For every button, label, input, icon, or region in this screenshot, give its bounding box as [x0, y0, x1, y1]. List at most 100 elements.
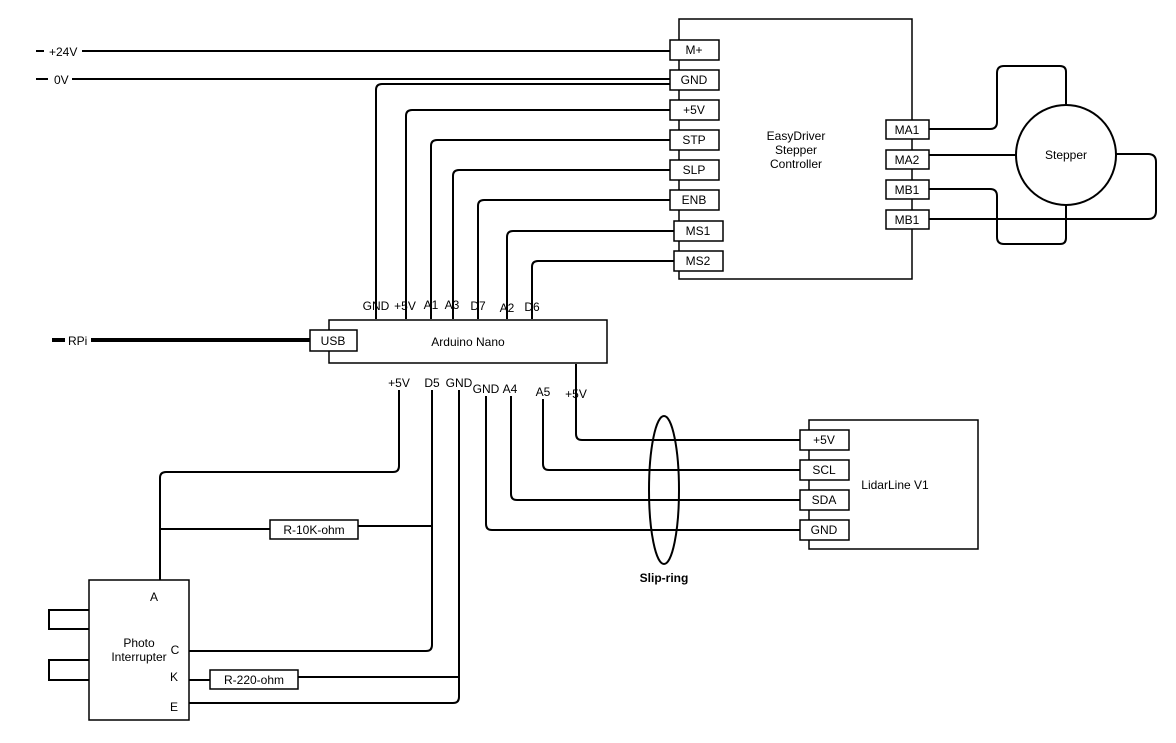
pin-box-mb1-a — [885, 179, 930, 200]
photo-pin-k: K — [170, 670, 178, 684]
pin-box-slp — [669, 159, 720, 181]
top-pin-d7: D7 — [470, 299, 486, 313]
wire-d5-photo-c — [189, 390, 433, 652]
wire-mb1b-stepper — [929, 153, 1157, 220]
easydriver-title-2: Stepper — [775, 143, 817, 157]
resistor-220-body — [209, 669, 299, 690]
lidar-module: LidarLine V1 +5V SCL SDA GND — [799, 419, 979, 550]
wire-5v-to-easydriver — [405, 109, 670, 319]
stepper-body — [1015, 104, 1117, 206]
photo-tab-upper — [48, 609, 89, 630]
easydriver-title-1: EasyDriver — [767, 129, 826, 143]
arduino-label: Arduino Nano — [431, 335, 505, 349]
pin-label-ms1: MS1 — [686, 224, 711, 238]
photo-interrupter: Photo Interrupter A C K E — [88, 579, 190, 721]
pin-label-ms2: MS2 — [686, 254, 711, 268]
arduino-body — [328, 319, 608, 364]
pin-label-ma2: MA2 — [895, 153, 920, 167]
wire-d7-to-enb — [477, 199, 670, 319]
wire-a2-to-ms1 — [506, 230, 674, 319]
wire-gnd-lidar — [485, 396, 800, 531]
photo-pin-e: E — [170, 700, 178, 714]
wire-gnd-photo-e — [189, 390, 460, 704]
usb-port — [309, 329, 358, 352]
bottom-pin-gnd-a: GND — [446, 376, 473, 390]
wire-ma1-stepper — [929, 65, 1067, 130]
wire-a5-scl — [542, 399, 800, 471]
bottom-pin-a5: A5 — [536, 385, 551, 399]
photo-pin-a: A — [150, 590, 158, 604]
bottom-pin-d5: D5 — [424, 376, 440, 390]
pin-label-mb1-a: MB1 — [895, 183, 920, 197]
pin-box-ma2 — [885, 149, 930, 170]
resistor-10k-body — [269, 519, 359, 540]
pin-label-5v: +5V — [683, 103, 705, 117]
lidar-pin-sda: SDA — [812, 493, 837, 507]
lidar-pin-box-5v — [799, 429, 850, 451]
pin-box-mb1-b — [885, 209, 930, 230]
pin-box-ma1 — [885, 119, 930, 140]
lidar-pin-box-sda — [799, 489, 850, 511]
bottom-pin-a4: A4 — [503, 382, 518, 396]
top-pin-a3: A3 — [445, 298, 460, 312]
resistors: R-10K-ohm R-220-ohm — [209, 519, 359, 690]
photo-pin-c: C — [171, 643, 180, 657]
resistor-220-label: R-220-ohm — [224, 673, 284, 687]
bottom-pin-5v-a: +5V — [388, 376, 410, 390]
pin-box-gnd — [669, 69, 720, 91]
pin-label-stp: STP — [682, 133, 705, 147]
wire-a3-to-slp — [452, 169, 670, 319]
photo-title-1: Photo — [123, 636, 155, 650]
lidar-pin-box-scl — [799, 459, 850, 481]
slip-ring: Slip-ring — [640, 415, 689, 585]
slip-ring-ellipse — [648, 415, 680, 565]
top-pin-gnd: GND — [363, 299, 390, 313]
pin-label-mb1-b: MB1 — [895, 213, 920, 227]
pin-label-gnd: GND — [681, 73, 708, 87]
bottom-pin-5v-b: +5V — [565, 387, 587, 401]
stepper-label: Stepper — [1045, 148, 1087, 162]
pin-box-5v — [669, 99, 720, 121]
lidar-label: LidarLine V1 — [861, 478, 929, 492]
stepper-motor: Stepper — [1015, 104, 1117, 206]
easydriver-module: EasyDriver Stepper Controller M+ GND +5V… — [669, 18, 930, 280]
wire-a4-sda — [510, 396, 800, 501]
resistor-10k-label: R-10K-ohm — [283, 523, 344, 537]
label-0v: 0V — [54, 73, 69, 87]
usb-label: USB — [321, 334, 346, 348]
wire-mb1a-stepper — [929, 188, 1067, 245]
pin-box-ms1 — [673, 220, 724, 242]
slip-ring-label: Slip-ring — [640, 571, 689, 585]
arduino-nano: Arduino Nano USB GND +5V A1 A3 D7 A2 D6 … — [309, 298, 608, 401]
wire-5v-photo-a — [159, 390, 400, 580]
wire-a1-to-stp — [430, 139, 670, 319]
easydriver-title-3: Controller — [770, 157, 822, 171]
pin-label-slp: SLP — [683, 163, 706, 177]
pin-box-m-plus — [669, 39, 720, 61]
top-pin-a1: A1 — [424, 298, 439, 312]
pin-label-m-plus: M+ — [685, 43, 702, 57]
label-plus24v: +24V — [49, 45, 77, 59]
wire-gnd-to-easydriver — [375, 83, 670, 319]
top-pin-d6: D6 — [524, 300, 540, 314]
top-pin-a2: A2 — [500, 301, 515, 315]
lidar-pin-gnd: GND — [811, 523, 838, 537]
top-pin-5v: +5V — [394, 299, 416, 313]
wire-d6-to-ms2 — [531, 260, 674, 319]
wires — [36, 50, 1157, 704]
pin-box-stp — [669, 129, 720, 151]
photo-title-2: Interrupter — [111, 650, 166, 664]
photo-tab-lower — [48, 659, 89, 681]
pin-box-enb — [669, 189, 720, 211]
lidar-pin-box-gnd — [799, 519, 850, 541]
pin-box-ms2 — [673, 250, 724, 272]
pin-label-ma1: MA1 — [895, 123, 920, 137]
lidar-pin-5v: +5V — [813, 433, 835, 447]
pin-label-enb: ENB — [682, 193, 707, 207]
label-rpi: RPi — [68, 334, 87, 348]
photo-body — [88, 579, 190, 721]
bottom-pin-gnd-b: GND — [473, 382, 500, 396]
wire-5v-lidar — [575, 364, 800, 441]
lidar-pin-scl: SCL — [812, 463, 836, 477]
